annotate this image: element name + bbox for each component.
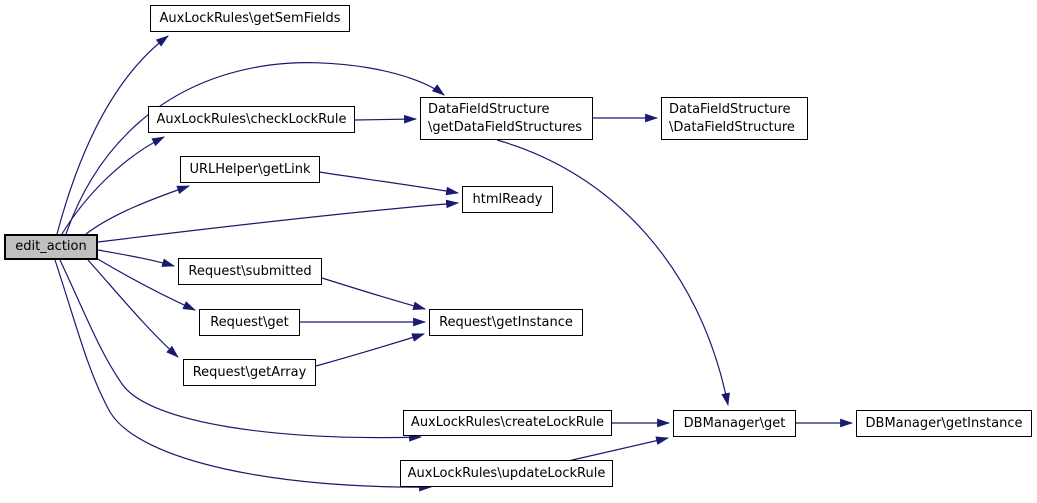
node-request-submitted-label: Request\submitted: [188, 263, 312, 279]
node-get-link-label: URLHelper\getLink: [189, 161, 311, 177]
node-db-get-instance-label: DBManager\getInstance: [865, 415, 1023, 431]
edge-get-data-field-structures-to-db-get: [496, 139, 730, 407]
edge-get-link-to-html-ready: [318, 171, 460, 196]
node-check-lock-rule-label: AuxLockRules\checkLockRule: [156, 111, 347, 127]
node-db-get[interactable]: DBManager\get: [673, 410, 796, 437]
node-get-sem-fields-label: AuxLockRules\getSemFields: [159, 10, 341, 26]
edge-edit-action-to-html-ready: [97, 199, 460, 243]
edge-check-lock-rule-to-get-data-field-structures: [354, 114, 418, 124]
node-get-sem-fields[interactable]: AuxLockRules\getSemFields: [150, 5, 350, 32]
node-check-lock-rule[interactable]: AuxLockRules\checkLockRule: [148, 106, 355, 133]
node-edit-action: edit_action: [4, 234, 98, 260]
node-get-data-field-structures-line2: \getDataFieldStructures: [428, 119, 583, 135]
node-update-lock-rule[interactable]: AuxLockRules\updateLockRule: [400, 460, 613, 487]
edge-edit-action-to-request-get-array: [87, 259, 179, 358]
node-update-lock-rule-label: AuxLockRules\updateLockRule: [407, 465, 606, 481]
node-request-get-label: Request\get: [210, 314, 289, 330]
node-data-field-structure-ctor-line2: \DataFieldStructure: [669, 119, 795, 135]
node-create-lock-rule-label: AuxLockRules\createLockRule: [410, 415, 605, 431]
node-request-get-array-label: Request\getArray: [192, 364, 307, 380]
edge-edit-action-to-get-sem-fields: [56, 35, 169, 235]
edge-edit-action-to-get-data-field-structures: [65, 62, 445, 235]
edge-edit-action-to-get-link: [85, 185, 191, 235]
node-data-field-structure-ctor-line1: DataFieldStructure: [669, 101, 791, 117]
node-db-get-label: DBManager\get: [683, 415, 786, 431]
node-get-data-field-structures[interactable]: DataFieldStructure \getDataFieldStructur…: [420, 97, 593, 140]
node-data-field-structure-ctor[interactable]: DataFieldStructure \DataFieldStructure: [661, 97, 808, 140]
edge-edit-action-to-request-get: [95, 257, 196, 311]
edge-request-get-array-to-request-get-instance: [315, 333, 426, 367]
node-request-get[interactable]: Request\get: [199, 309, 300, 336]
node-html-ready-label: htmlReady: [472, 191, 543, 207]
edge-edit-action-to-check-lock-rule: [61, 136, 165, 235]
node-db-get-instance[interactable]: DBManager\getInstance: [856, 410, 1032, 437]
edge-request-submitted-to-request-get-instance: [321, 277, 427, 311]
node-request-get-instance[interactable]: Request\getInstance: [429, 309, 583, 336]
node-get-link[interactable]: URLHelper\getLink: [180, 156, 320, 183]
edge-edit-action-to-create-lock-rule: [59, 259, 423, 442]
edge-edit-action-to-request-submitted: [97, 249, 176, 267]
node-request-get-array[interactable]: Request\getArray: [183, 359, 316, 386]
edge-update-lock-rule-to-db-get: [567, 436, 670, 462]
node-request-get-instance-label: Request\getInstance: [439, 314, 573, 330]
node-edit-action-label: edit_action: [15, 239, 87, 255]
node-create-lock-rule[interactable]: AuxLockRules\createLockRule: [403, 410, 612, 436]
edge-edit-action-to-update-lock-rule: [54, 259, 433, 492]
node-request-submitted[interactable]: Request\submitted: [178, 258, 322, 285]
node-html-ready[interactable]: htmlReady: [462, 186, 553, 213]
node-get-data-field-structures-line1: DataFieldStructure: [428, 101, 550, 117]
